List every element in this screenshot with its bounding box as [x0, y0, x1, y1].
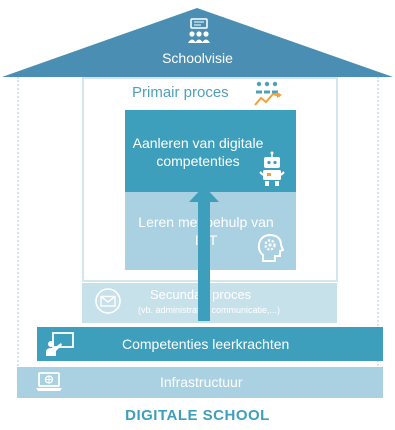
mail-icon	[95, 288, 121, 314]
upward-arrow	[189, 186, 219, 321]
house-walls	[17, 77, 379, 369]
infrastructure-box	[17, 367, 383, 398]
roof-label: Schoolvisie	[162, 50, 233, 66]
teacher-competences-label: Competenties leerkrachten	[122, 336, 290, 352]
robot-icon	[258, 151, 286, 187]
teacher-competences-box	[37, 327, 383, 361]
teacher-board-icon	[45, 331, 75, 357]
infrastructure-label: Infrastructuur	[160, 374, 243, 390]
head-gear-icon	[256, 233, 285, 263]
learning-with-ict-box	[125, 192, 296, 270]
primary-process-label: Primair proces	[132, 84, 229, 101]
digital-competences-label: Aanleren van digitale competenties	[132, 135, 264, 169]
laptop-icon	[35, 371, 63, 393]
diagram-title: DIGITALE SCHOOL	[125, 407, 270, 424]
people-presentation-icon	[186, 18, 212, 48]
growth-chart-icon	[253, 80, 283, 108]
